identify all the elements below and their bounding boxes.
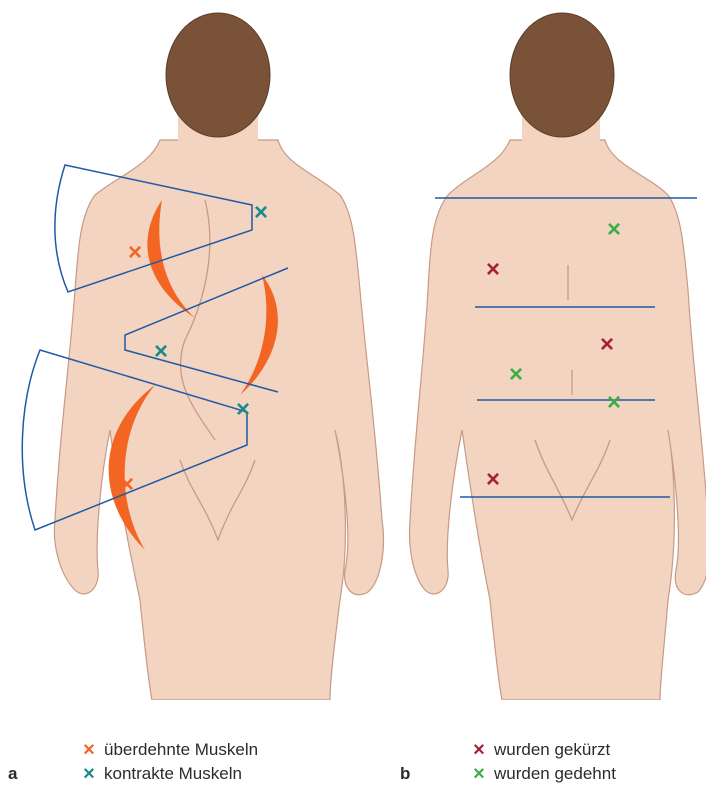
figure-a-contracted-marker-1: × [254, 199, 268, 226]
contracted-marker-icon: × [80, 764, 98, 784]
overstretched-marker-icon: × [80, 740, 98, 760]
legend-label-overstretched: überdehnte Muskeln [104, 739, 258, 761]
figure-a-head [166, 13, 270, 137]
figure-b-stretched-marker-3: × [607, 389, 621, 416]
figure-b-body [410, 140, 706, 700]
legend-item-contracted: × kontrakte Muskeln [80, 762, 258, 786]
legend-label-stretched: wurden gedehnt [494, 763, 616, 785]
legend-a: × überdehnte Muskeln × kontrakte Muskeln [80, 738, 258, 786]
figure-a-contracted-marker-3: × [236, 396, 250, 423]
panel-label-b: b [400, 764, 410, 784]
figure-b-shortened-marker-1: × [486, 256, 500, 283]
figure-b: × × × × × × [410, 13, 706, 700]
figure-b-head [510, 13, 614, 137]
figure-a-overstretched-marker-1: × [128, 239, 142, 266]
panel-label-a: a [8, 764, 17, 784]
scoliosis-illustration: × × × × × × × × × × × [0, 0, 706, 700]
figure-a: × × × × × [22, 13, 383, 700]
figure-a-body [54, 140, 383, 700]
shortened-marker-icon: × [470, 740, 488, 760]
legend-b: × wurden gekürzt × wurden gedehnt [470, 738, 616, 786]
figure-b-stretched-marker-1: × [607, 216, 621, 243]
figure-a-contracted-marker-2: × [154, 338, 168, 365]
stretched-marker-icon: × [470, 764, 488, 784]
legend-label-contracted: kontrakte Muskeln [104, 763, 242, 785]
legend-label-shortened: wurden gekürzt [494, 739, 610, 761]
legend-item-stretched: × wurden gedehnt [470, 762, 616, 786]
figure-a-overstretched-marker-2: × [120, 471, 134, 498]
legend-item-shortened: × wurden gekürzt [470, 738, 616, 762]
figure-b-shortened-marker-3: × [486, 466, 500, 493]
figure-b-shortened-marker-2: × [600, 331, 614, 358]
figure-b-stretched-marker-2: × [509, 361, 523, 388]
legend-item-overstretched: × überdehnte Muskeln [80, 738, 258, 762]
